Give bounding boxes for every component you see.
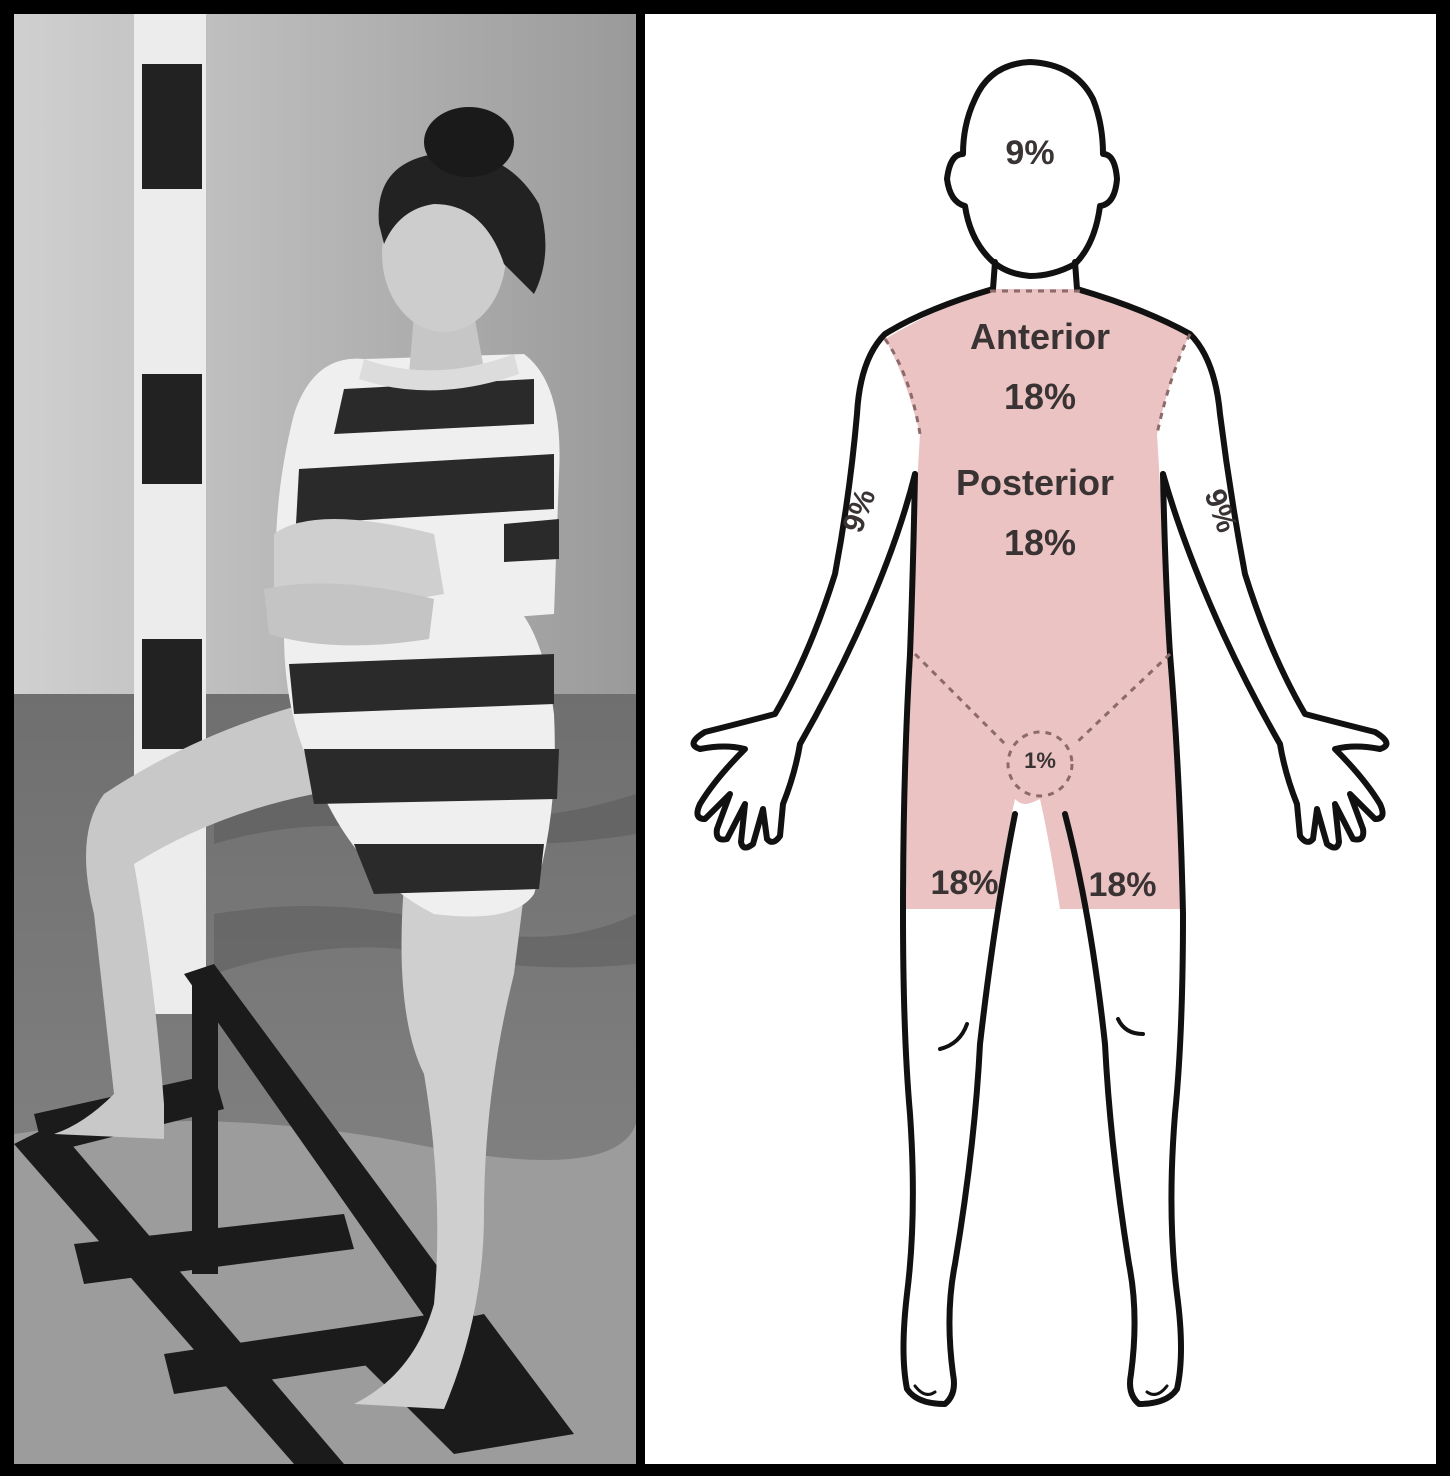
label-leg-left: 18% — [917, 864, 1012, 903]
label-leg-right: 18% — [1075, 866, 1170, 905]
rule-of-nines-diagram: 9% Anterior 18% Posterior 18% 9% 9% 1% 1… — [645, 14, 1436, 1464]
label-posterior-value: 18% — [935, 522, 1145, 564]
label-anterior-value: 18% — [935, 376, 1145, 418]
label-anterior-title: Anterior — [935, 316, 1145, 358]
label-genitalia: 1% — [1015, 748, 1065, 774]
label-head: 9% — [990, 134, 1070, 173]
vintage-photo — [14, 14, 636, 1464]
label-posterior-title: Posterior — [925, 462, 1145, 504]
photo-illustration — [14, 14, 636, 1464]
body-outline-diagram — [645, 14, 1436, 1464]
